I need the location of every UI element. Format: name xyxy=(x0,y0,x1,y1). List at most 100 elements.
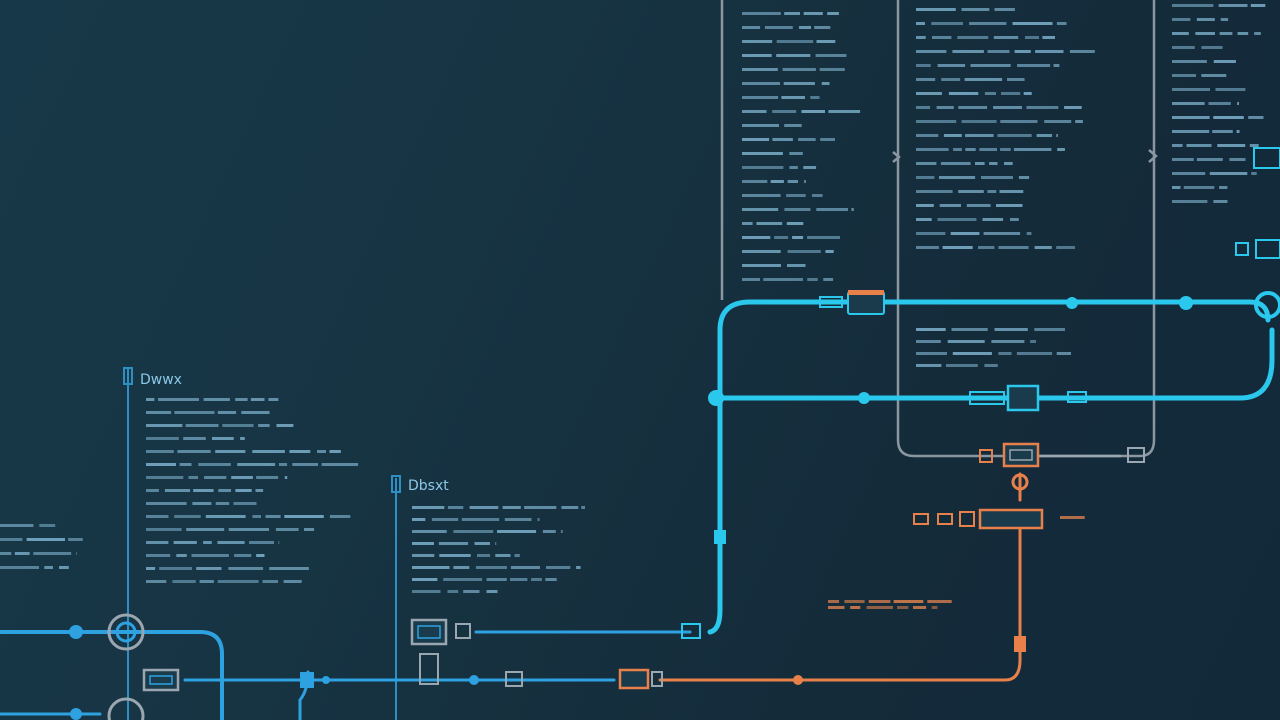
blue-joint-left[interactable] xyxy=(69,625,83,639)
code-line-segment xyxy=(193,489,214,492)
code-line-segment xyxy=(146,411,172,414)
code-line-segment xyxy=(510,578,528,581)
code-line-segment xyxy=(233,502,257,505)
code-line-segment xyxy=(763,278,803,281)
blue-bottom-joint[interactable] xyxy=(469,675,479,685)
panel-1-title-tick xyxy=(123,367,133,385)
code-line-segment xyxy=(991,340,1025,343)
panel-2-title: Dbsxt xyxy=(408,478,449,494)
cyan-joint-2[interactable] xyxy=(1179,296,1193,310)
code-line-segment xyxy=(916,64,931,67)
blue-ring-node-2[interactable] xyxy=(107,697,145,720)
code-line-segment xyxy=(943,134,962,137)
code-line-segment xyxy=(784,12,800,15)
code-line-segment xyxy=(412,518,426,521)
code-line-segment xyxy=(234,554,252,557)
code-line-segment xyxy=(191,554,229,557)
code-line-segment xyxy=(504,518,532,521)
blue-pump-vert xyxy=(300,672,314,688)
code-line-segment xyxy=(204,476,227,479)
code-line-segment xyxy=(998,352,1012,355)
code-line-segment xyxy=(192,502,212,505)
code-line-segment xyxy=(33,552,72,555)
code-line-segment xyxy=(546,566,571,569)
cyan-joint-1[interactable] xyxy=(1066,297,1078,309)
orange-joint[interactable] xyxy=(793,675,803,685)
code-line-segment xyxy=(941,78,961,81)
blue-joint-under[interactable] xyxy=(70,708,82,720)
code-line-segment xyxy=(146,580,167,583)
code-line-segment xyxy=(177,450,211,453)
cyan-valve-cap xyxy=(848,290,884,295)
code-line-segment xyxy=(961,120,997,123)
code-line-segment xyxy=(438,542,469,545)
blue-ring-node[interactable] xyxy=(107,613,145,651)
code-line-segment xyxy=(173,541,197,544)
code-line-segment xyxy=(265,515,281,518)
code-line-segment xyxy=(916,78,936,81)
code-line-segment xyxy=(1012,22,1053,25)
code-line-segment xyxy=(742,138,770,141)
code-line-segment xyxy=(784,208,811,211)
code-line-segment xyxy=(329,450,341,453)
code-line-segment xyxy=(996,204,1023,207)
code-line-segment xyxy=(789,166,798,169)
blue-panel2-screen[interactable] xyxy=(410,618,448,646)
cyan-corner-chip xyxy=(1253,147,1280,169)
orange-manifold-left xyxy=(959,511,975,527)
code-line-segment xyxy=(823,278,834,281)
code-line-segment xyxy=(1217,144,1246,147)
code-line-segment xyxy=(1195,32,1215,35)
gray-meter-inner xyxy=(1009,449,1033,461)
code-line-segment xyxy=(1172,200,1208,203)
code-line-segment xyxy=(1172,130,1210,133)
code-line-segment xyxy=(0,524,34,527)
code-line-segment xyxy=(1010,218,1019,221)
code-line-segment xyxy=(927,600,952,603)
code-line-segment xyxy=(146,567,156,570)
code-line-segment xyxy=(1014,50,1031,53)
code-line-segment xyxy=(994,328,1028,331)
orange-gauge[interactable] xyxy=(1011,473,1029,491)
code-line-segment xyxy=(951,328,988,331)
code-line-segment xyxy=(240,437,245,440)
code-line-segment xyxy=(76,552,77,555)
code-line-segment xyxy=(256,554,265,557)
orange-box-bottom[interactable] xyxy=(618,668,650,690)
gray-meter-box[interactable] xyxy=(1002,442,1040,468)
code-line-segment xyxy=(1209,172,1248,175)
code-line-segment xyxy=(1208,102,1231,105)
code-line-segment xyxy=(916,246,939,249)
code-line-segment xyxy=(975,162,985,165)
code-line-segment xyxy=(742,12,781,15)
code-line-segment xyxy=(742,68,778,71)
code-line-segment xyxy=(742,250,781,253)
code-line-segment xyxy=(172,580,196,583)
cyan-pump-tail xyxy=(1067,391,1087,403)
code-line-segment xyxy=(803,12,823,15)
blue-display-box[interactable] xyxy=(142,668,180,692)
code-line-segment xyxy=(776,40,814,43)
code-line-segment xyxy=(1075,120,1083,123)
blue-ring-inner xyxy=(115,621,137,643)
code-line-segment xyxy=(742,124,779,127)
code-line-segment xyxy=(784,124,802,127)
orange-manifold[interactable] xyxy=(978,508,1044,530)
cyan-left-joint[interactable] xyxy=(708,390,724,406)
blue-panel2-base xyxy=(419,653,439,685)
code-line-segment xyxy=(821,82,830,85)
code-line-segment xyxy=(1212,130,1233,133)
code-line-segment xyxy=(412,554,435,557)
code-line-segment xyxy=(203,398,230,401)
code-line-segment xyxy=(217,541,245,544)
code-line-segment xyxy=(497,530,537,533)
code-line-segment xyxy=(146,463,176,466)
code-line-segment xyxy=(931,606,938,609)
cyan-ring-node[interactable] xyxy=(1254,291,1280,319)
code-line-segment xyxy=(1249,144,1259,147)
cyan-pump-box[interactable] xyxy=(1006,384,1040,412)
code-line-segment xyxy=(278,541,280,544)
cyan-valve-box[interactable] xyxy=(847,291,885,315)
code-line-segment xyxy=(1251,172,1257,175)
cyan-lower-joint[interactable] xyxy=(858,392,870,404)
